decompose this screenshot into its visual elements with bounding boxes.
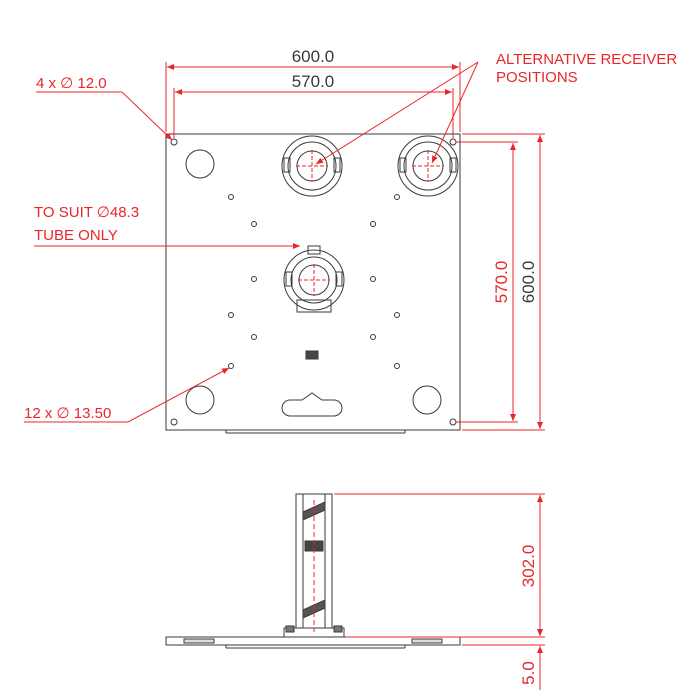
handle-slot (281, 392, 343, 417)
base-plate-top-view (165, 133, 461, 434)
alt-receiver-label-line1: ALTERNATIVE RECEIVER (496, 51, 677, 68)
post-height-label: 302.0 (519, 545, 538, 588)
annotation-labels: 4 x ∅ 12.0 ALTERNATIVE RECEIVER POSITION… (24, 51, 677, 422)
large-cutout (185, 149, 215, 179)
centre-lines (296, 150, 444, 296)
id-plate (305, 350, 319, 360)
small-holes-label: 12 x ∅ 13.50 (24, 405, 111, 422)
width-inner-label: 570.0 (292, 72, 335, 91)
corner-hole (170, 418, 178, 426)
large-cutout (412, 385, 442, 415)
plate-thickness-label: 5.0 (519, 661, 538, 685)
base-plate-side (165, 636, 461, 646)
top-labels: 600.0 570.0 (292, 47, 335, 91)
corner-holes-label: 4 x ∅ 12.0 (36, 75, 107, 92)
height-inner-label: 570.0 (492, 261, 511, 304)
tube-label-line1: TO SUIT ∅48.3 (34, 204, 139, 221)
corner-hole (170, 138, 178, 146)
top-dimensions (24, 61, 545, 431)
large-cutout (185, 385, 215, 415)
side-dimensions (334, 493, 545, 690)
small-holes (228, 194, 400, 369)
receiver-top-centre (281, 135, 343, 197)
height-outer-label: 600.0 (519, 261, 538, 304)
tube-label-line2: TUBE ONLY (34, 227, 118, 244)
side-view (165, 493, 461, 649)
width-outer-label: 600.0 (292, 47, 335, 66)
alt-receiver-label-line2: POSITIONS (496, 69, 578, 86)
